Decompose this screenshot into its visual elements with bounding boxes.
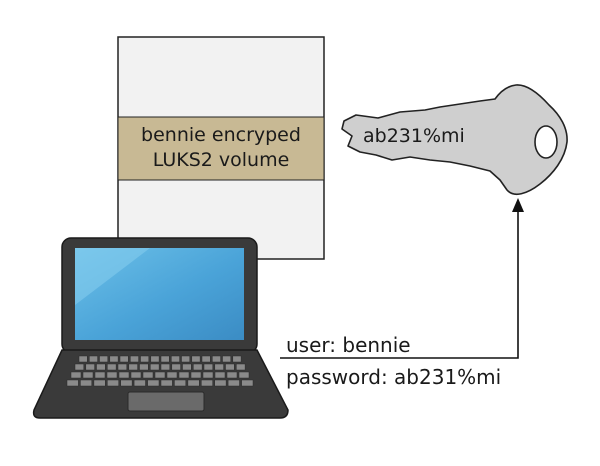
keyboard-key: [160, 355, 170, 363]
keyboard-key: [214, 371, 226, 379]
keyboard-key: [120, 379, 133, 387]
keyboard-key: [78, 355, 88, 363]
keyboard-key: [178, 371, 190, 379]
key-icon: ab231%mi: [341, 84, 568, 196]
arrow-up-icon: [512, 198, 524, 212]
keyboard-key: [70, 371, 82, 379]
keyboard-key: [190, 371, 202, 379]
keyboard-key: [227, 379, 240, 387]
keyboard-key: [191, 355, 201, 363]
keyboard-key: [160, 363, 171, 371]
keyboard-key: [130, 355, 139, 363]
keyboard-key: [181, 355, 191, 363]
keyboard-key: [74, 363, 85, 371]
keyboard-key: [225, 363, 235, 371]
keyboard-key: [80, 379, 93, 387]
key-password-text: ab231%mi: [363, 125, 465, 147]
keyboard-key: [182, 363, 192, 371]
keyboard-key: [236, 363, 246, 371]
keyboard-key: [107, 379, 119, 387]
keyboard-key: [166, 371, 178, 379]
keyboard-key: [99, 355, 109, 363]
credentials: user: bennie password: ab231%mi: [286, 333, 501, 389]
keyboard-key: [82, 371, 94, 379]
connector-line: [280, 205, 519, 359]
encrypted-volume: bennie encryped LUKS2 volume: [117, 36, 325, 260]
keyboard-key: [147, 379, 160, 387]
keyboard-key: [226, 371, 238, 379]
keyboard-key: [118, 371, 130, 379]
keyboard-key: [130, 371, 142, 379]
keyboard-key: [171, 363, 181, 371]
keyboard-key: [238, 371, 250, 379]
keyboard-key: [128, 363, 138, 371]
keyboard-key: [171, 355, 180, 363]
keyboard-key: [214, 363, 224, 371]
keyboard-key: [187, 379, 200, 387]
volume-label-band: [117, 116, 325, 181]
keyboard-key: [94, 371, 106, 379]
keyboard-key: [150, 355, 160, 363]
keyboard-key: [96, 363, 106, 371]
keyboard-key: [174, 379, 187, 387]
keyboard-key: [214, 379, 227, 387]
volume-label-line2: LUKS2 volume: [153, 149, 290, 171]
keyboard-key: [212, 355, 221, 363]
keyboard-key: [119, 355, 129, 363]
keyboard-key: [117, 363, 128, 371]
keyboard-key: [154, 371, 166, 379]
keyboard-key: [241, 379, 254, 387]
keyboard-key: [193, 363, 203, 371]
keyboard-key: [140, 355, 150, 363]
keyboard-key: [133, 379, 146, 387]
keyboard-key: [202, 371, 214, 379]
keyboard-key: [85, 363, 95, 371]
keyboard-key: [203, 363, 214, 371]
key-hole: [534, 125, 558, 159]
keyboard-key: [201, 355, 211, 363]
keyboard-key: [139, 363, 149, 371]
keyboard-key: [66, 379, 79, 387]
keyboard-key: [222, 355, 232, 363]
keyboard-key: [109, 355, 119, 363]
keyboard-key: [93, 379, 106, 387]
keyboard-key: [107, 363, 117, 371]
keyboard-key: [232, 355, 242, 363]
keyboard-key: [150, 363, 160, 371]
laptop-trackpad: [127, 391, 205, 412]
keyboard-key: [160, 379, 173, 387]
laptop-icon: [32, 237, 289, 419]
user-line: user: bennie: [286, 333, 411, 357]
volume-label-line1: bennie encryped: [141, 124, 301, 146]
keyboard-key: [89, 355, 98, 363]
password-line: password: ab231%mi: [286, 365, 501, 389]
keyboard-key: [142, 371, 154, 379]
keyboard-key: [106, 371, 118, 379]
credential-connector: [280, 198, 524, 359]
laptop-keyboard: [66, 355, 254, 387]
keyboard-key: [201, 379, 213, 387]
